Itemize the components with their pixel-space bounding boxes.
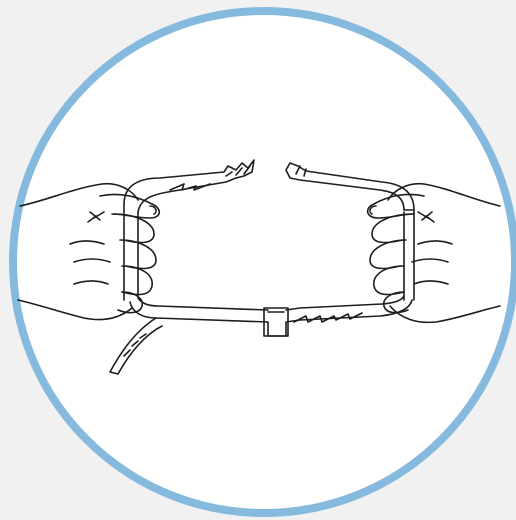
circle-badge <box>13 11 515 513</box>
